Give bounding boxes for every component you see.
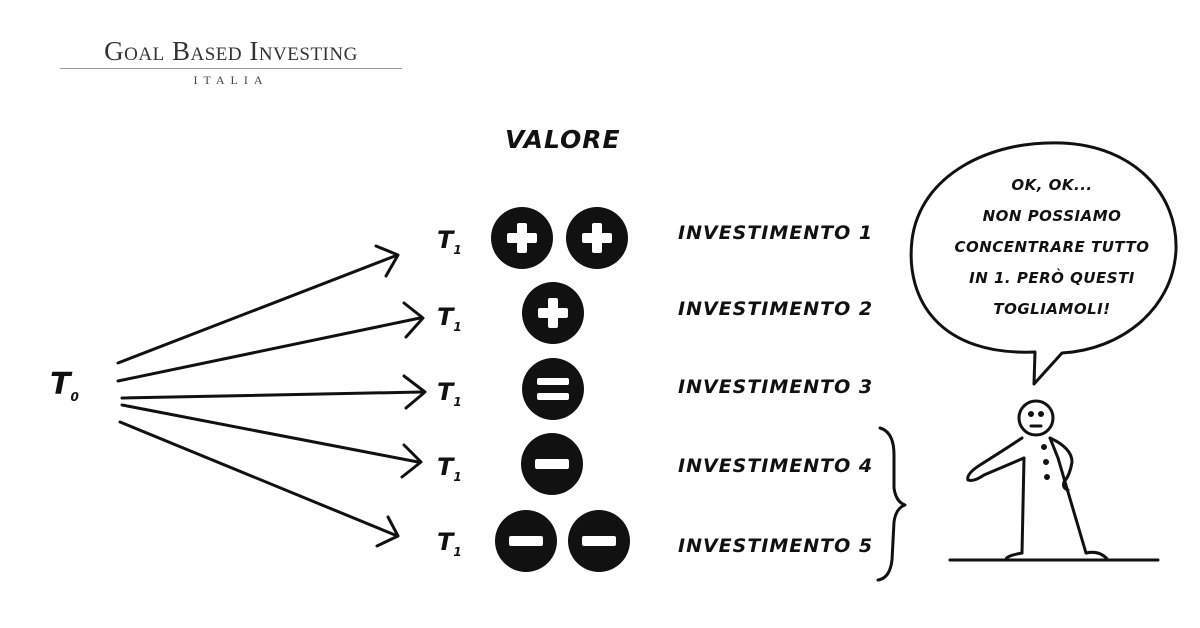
arrow-4 <box>120 403 423 479</box>
target-label-3: T1 <box>437 378 462 409</box>
logo-title: Goal Based Investing <box>104 36 358 66</box>
value-header: VALORE <box>505 125 621 154</box>
symbols-row-4 <box>521 433 583 495</box>
target-label-5: T1 <box>437 528 462 559</box>
speech-line-3: CONCENTRARE TUTTO <box>954 238 1150 256</box>
target-label-subscript: 1 <box>453 394 462 409</box>
minus-symbol <box>495 510 557 572</box>
speech-line-5: TOGLIAMOLI! <box>993 300 1111 318</box>
equals-symbol <box>522 358 584 420</box>
plus-symbol <box>522 282 584 344</box>
target-label-subscript: 1 <box>453 242 462 257</box>
target-label-letter: T <box>437 378 454 406</box>
speech-bubble <box>909 141 1178 386</box>
symbols-row-2 <box>522 282 584 344</box>
plus-symbol <box>566 207 628 269</box>
investment-label-1: INVESTIMENTO 1 <box>678 222 874 244</box>
target-label-subscript: 1 <box>453 319 462 334</box>
arrow-2 <box>116 301 425 383</box>
speech-line-2: NON POSSIAMO <box>982 207 1122 225</box>
arrow-1 <box>116 244 400 365</box>
logo-subtitle: ITALIA <box>193 73 269 87</box>
arrow-5 <box>118 420 400 548</box>
investment-label-5: INVESTIMENTO 5 <box>678 535 874 557</box>
origin-label-subscript: 0 <box>70 390 79 404</box>
logo: Goal Based Investing ITALIA <box>60 36 402 88</box>
symbols-row-5 <box>495 510 630 572</box>
minus-symbol <box>568 510 630 572</box>
plus-symbol <box>491 207 553 269</box>
target-label-letter: T <box>437 226 454 254</box>
target-label-2: T1 <box>437 303 462 334</box>
minus-symbol <box>521 433 583 495</box>
investment-label-3: INVESTIMENTO 3 <box>678 376 874 398</box>
speech-line-1: OK, OK... <box>1011 176 1093 194</box>
target-label-subscript: 1 <box>453 544 462 559</box>
target-label-1: T1 <box>437 226 462 257</box>
arrow-3 <box>120 374 427 410</box>
speech-bubble-text: OK, OK... NON POSSIAMO CONCENTRARE TUTTO… <box>932 170 1172 325</box>
speech-line-4: IN 1. PERÒ QUESTI <box>969 269 1135 287</box>
target-label-4: T1 <box>437 453 462 484</box>
stick-figure <box>948 399 1160 562</box>
origin-label: T0 <box>50 367 79 404</box>
symbols-row-1 <box>491 207 628 269</box>
investment-label-2: INVESTIMENTO 2 <box>678 298 874 320</box>
curly-brace <box>876 426 907 582</box>
origin-label-letter: T <box>50 367 71 402</box>
target-label-subscript: 1 <box>453 469 462 484</box>
target-label-letter: T <box>437 528 454 556</box>
logo-divider <box>60 68 402 69</box>
symbols-row-3 <box>522 358 584 420</box>
target-label-letter: T <box>437 303 454 331</box>
target-label-letter: T <box>437 453 454 481</box>
investment-label-4: INVESTIMENTO 4 <box>678 455 874 477</box>
